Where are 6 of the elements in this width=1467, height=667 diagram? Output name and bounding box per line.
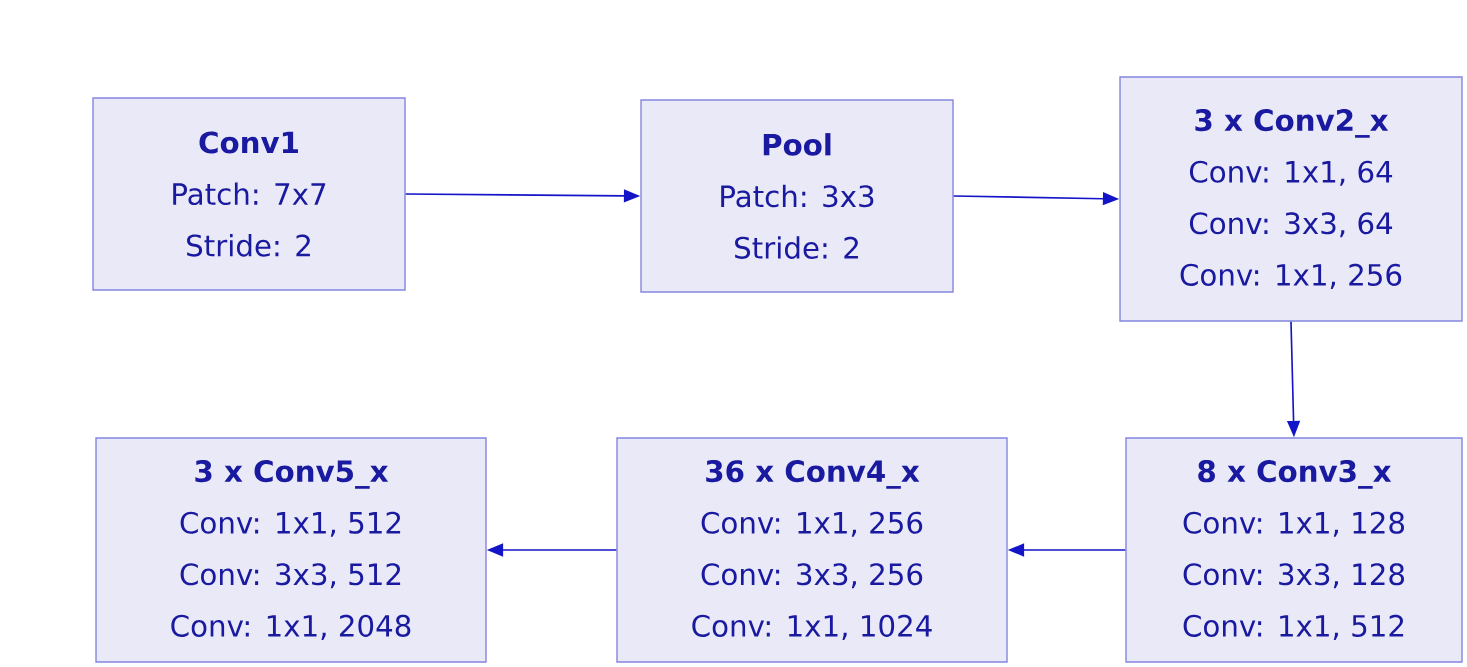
layer-box: 3 x Conv2_x Conv: 1x1, 64 Conv: 3x3, 64 Conv: 1x1, 256 — [1119, 76, 1463, 322]
layer-box: 36 x Conv4_x Conv: 1x1, 256 Conv: 3x3, 256 Conv: 1x1, 1024 — [616, 437, 1008, 663]
layer-box: Pool Patch: 3x3 Stride: 2 — [640, 99, 954, 293]
layer-box: Conv1 Patch: 7x7 Stride: 2 — [92, 97, 406, 291]
layer-box: 3 x Conv5_x Conv: 1x1, 512 Conv: 3x3, 512 Conv: 1x1, 2048 — [95, 437, 487, 663]
layer-box: 8 x Conv3_x Conv: 1x1, 128 Conv: 3x3, 128 Conv: 1x1, 512 — [1125, 437, 1463, 663]
